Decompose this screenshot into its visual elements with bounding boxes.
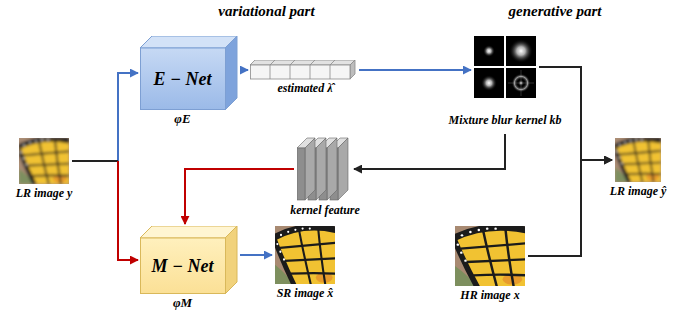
image-label: LR image ŷ	[610, 185, 667, 199]
connector	[528, 160, 612, 256]
connector-line	[118, 161, 138, 260]
feature-slabs	[297, 136, 351, 202]
lr-input-picture	[19, 138, 69, 184]
image-label: HR image x	[460, 289, 519, 303]
image-label: LR image y	[16, 187, 73, 201]
node-label: Mixture blur kernel kb	[448, 114, 561, 128]
kernel-block: Mixture blur kernel kb	[430, 36, 580, 132]
connector	[359, 70, 471, 71]
connector	[72, 161, 138, 260]
block-name: M − Net	[140, 238, 225, 294]
connector	[240, 255, 272, 256]
connector-line	[118, 73, 138, 161]
network-block: M − Net φM	[140, 226, 238, 312]
lr-generated-picture	[615, 138, 661, 182]
sr-output-picture	[275, 226, 335, 284]
connector-line	[72, 160, 118, 162]
blur-kernel-grid	[474, 36, 536, 98]
parameter-symbol: φM	[140, 296, 225, 311]
connector	[72, 73, 138, 161]
connector	[185, 169, 294, 224]
node-label: estimated λ̂	[278, 82, 333, 96]
connector-line	[359, 69, 471, 71]
parameter-symbol: φE	[140, 112, 225, 127]
input-image: LR image y	[3, 138, 85, 204]
connector-line	[240, 254, 272, 256]
node-label: kernel feature	[290, 204, 360, 218]
feature-block: kernel feature	[282, 136, 368, 220]
panel-title: variational part	[218, 3, 314, 20]
network-block: E − Net φE	[140, 36, 238, 128]
connector	[240, 70, 248, 71]
connector-line	[528, 160, 612, 256]
connector-line	[354, 134, 505, 169]
connector	[354, 134, 505, 169]
hr-image: HR image x	[440, 226, 540, 306]
connector-line	[185, 169, 294, 224]
panel-title: generative part	[509, 3, 602, 20]
variational-panel: variational part E − NetφE estimated λ̂ …	[128, 25, 405, 318]
parameter-vector: estimated λ̂	[240, 58, 370, 98]
output-image: SR image x̂	[262, 226, 348, 304]
parameter-cells	[250, 60, 356, 80]
connector-line	[72, 160, 118, 162]
generated-image: LR image ŷ	[592, 138, 684, 202]
connector-line	[240, 69, 248, 71]
hr-picture	[455, 226, 525, 286]
block-name: E − Net	[140, 48, 225, 110]
image-label: SR image x̂	[277, 287, 334, 301]
generative-panel: generative part Mixture blur kernel kb L…	[420, 25, 690, 318]
